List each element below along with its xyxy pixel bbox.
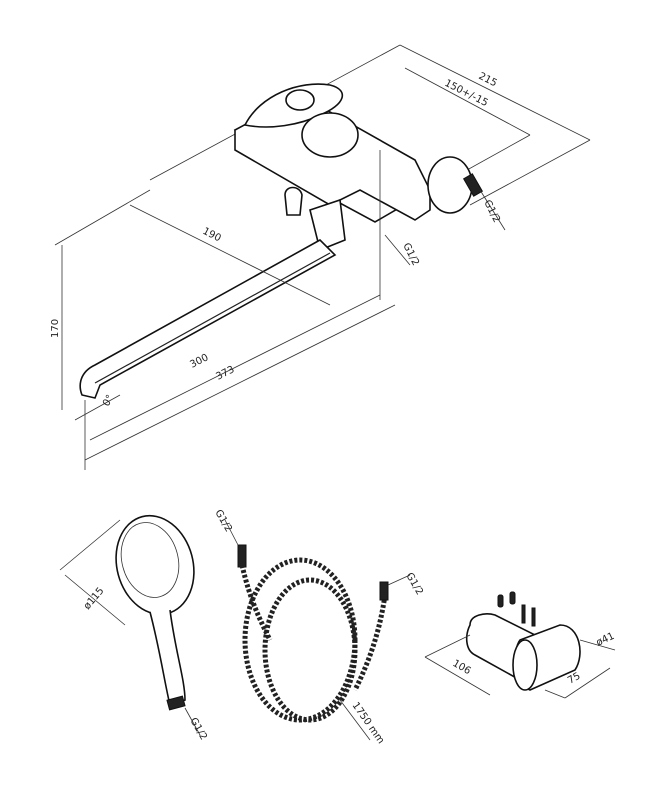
dim-inlet-thread: G1/2 xyxy=(481,198,502,224)
dim-shower-diameter: ø115 xyxy=(82,586,107,612)
dim-outlet-thread: G1/2 xyxy=(400,241,421,267)
dim-spout-length: 300 xyxy=(188,352,210,370)
dim-hose-thread-right: G1/2 xyxy=(403,571,424,597)
bath-mixer-drawing xyxy=(54,44,591,470)
dim-height: 170 xyxy=(50,319,61,338)
shower-hose-drawing xyxy=(224,519,411,741)
shower-holder-drawing xyxy=(424,591,616,699)
dim-total-length: 373 xyxy=(214,364,236,382)
dim-shower-thread: G1/2 xyxy=(187,716,208,742)
dim-holder-diameter: ø41 xyxy=(595,631,617,649)
dim-hose-length: 1750 mm xyxy=(350,700,387,746)
dim-spout-angle: 0° xyxy=(101,393,116,408)
dim-total-depth: 215 xyxy=(477,71,499,89)
dim-hose-thread-top: G1/2 xyxy=(212,508,233,534)
hand-shower-drawing xyxy=(59,514,201,736)
